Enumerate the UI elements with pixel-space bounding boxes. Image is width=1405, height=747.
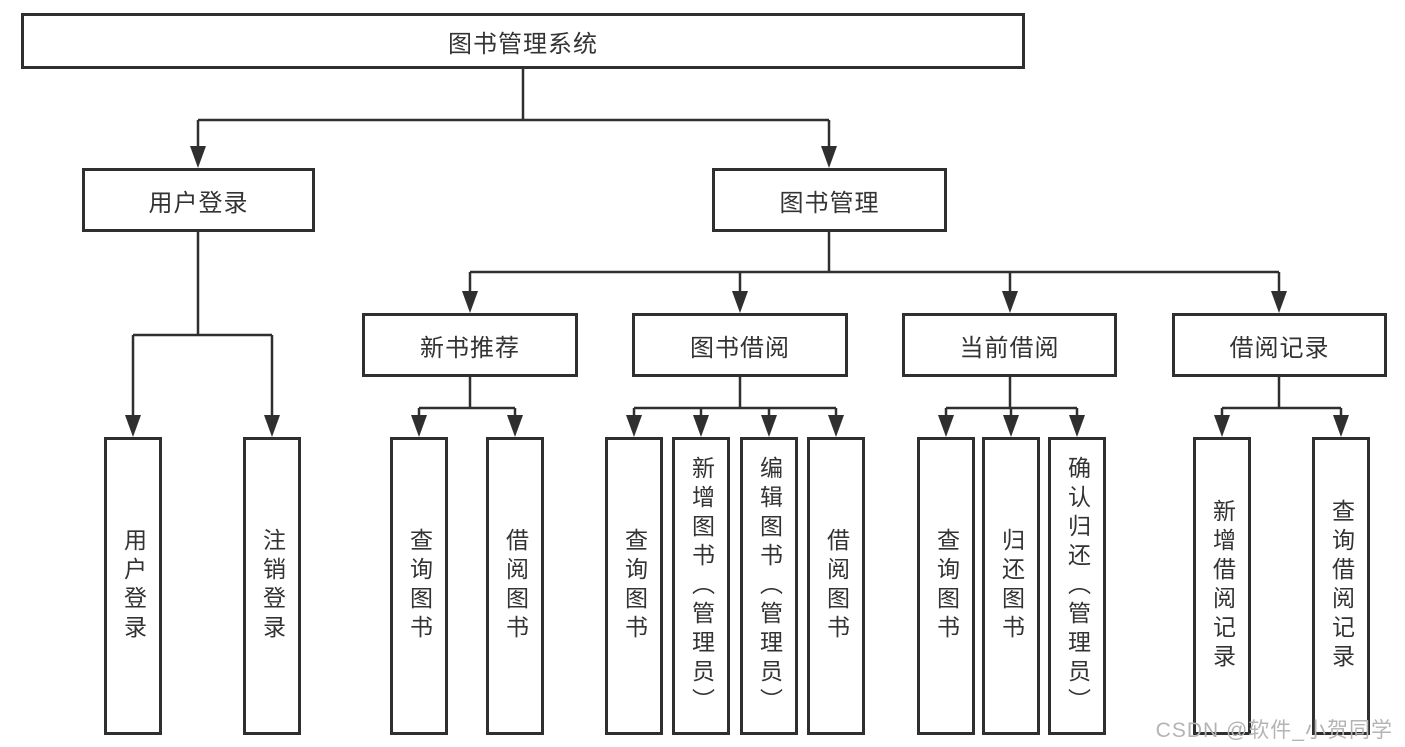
node-label: 新书推荐 (420, 334, 520, 362)
node-new-book-recommend: 新书推荐 (362, 313, 578, 377)
leaf-label: 查询借阅记录 (1328, 499, 1355, 673)
leaf-add-borrow-record: 新增借阅记录 (1193, 437, 1251, 735)
leaf-label: 用户登录 (120, 528, 147, 644)
leaf-query-books-borrowing: 查询图书 (605, 437, 663, 735)
node-label: 用户登录 (148, 189, 249, 217)
leaf-label: 借阅图书 (823, 528, 850, 644)
leaf-query-borrow-record: 查询借阅记录 (1312, 437, 1370, 735)
node-label: 借阅记录 (1229, 334, 1330, 362)
node-label: 图书借阅 (690, 334, 790, 362)
node-label: 图书管理系统 (448, 30, 598, 58)
node-label: 当前借阅 (959, 334, 1060, 362)
leaf-label: 查询图书 (406, 528, 433, 644)
leaf-label: 编辑图书（管理员） (756, 455, 783, 717)
node-book-management: 图书管理 (712, 168, 947, 232)
leaf-query-books-current: 查询图书 (917, 437, 975, 735)
leaf-confirm-return-admin: 确认归还（管理员） (1048, 437, 1106, 735)
leaf-add-books-admin: 新增图书（管理员） (672, 437, 730, 735)
leaf-borrow-books-borrowing: 借阅图书 (807, 437, 865, 735)
leaf-label: 确认归还（管理员） (1064, 455, 1091, 717)
leaf-label: 借阅图书 (502, 528, 529, 644)
leaf-label: 新增图书（管理员） (688, 455, 715, 717)
leaf-label: 注销登录 (259, 528, 286, 644)
node-current-borrowing: 当前借阅 (902, 313, 1117, 377)
leaf-borrow-books-recommend: 借阅图书 (486, 437, 544, 735)
node-borrowing-records: 借阅记录 (1172, 313, 1387, 377)
leaf-label: 查询图书 (621, 528, 648, 644)
node-user-login: 用户登录 (82, 168, 315, 232)
leaf-return-books: 归还图书 (982, 437, 1040, 735)
watermark: CSDN @软件_小贺同学 (1155, 719, 1393, 742)
node-library-management-system: 图书管理系统 (21, 13, 1025, 69)
leaf-logout: 注销登录 (243, 437, 301, 735)
leaf-label: 新增借阅记录 (1209, 499, 1236, 673)
leaf-query-books-recommend: 查询图书 (390, 437, 448, 735)
leaf-label: 查询图书 (933, 528, 960, 644)
leaf-user-login: 用户登录 (104, 437, 162, 735)
node-label: 图书管理 (779, 189, 880, 217)
leaf-edit-books-admin: 编辑图书（管理员） (740, 437, 798, 735)
leaf-label: 归还图书 (998, 528, 1025, 644)
node-book-borrowing: 图书借阅 (632, 313, 848, 377)
